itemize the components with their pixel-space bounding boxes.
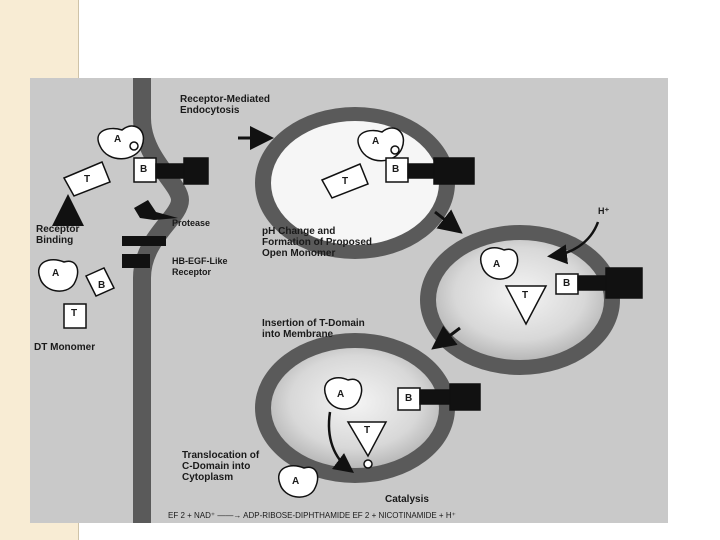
arrow-translocation bbox=[327, 411, 354, 474]
internalized-toxin bbox=[320, 127, 475, 199]
domain-t-label-5: T bbox=[71, 308, 78, 319]
catalysis-label: Catalysis bbox=[385, 494, 429, 505]
domain-t-label-4: T bbox=[364, 425, 371, 436]
open-monomer-toxin bbox=[479, 246, 643, 326]
arrow-h-plus bbox=[547, 221, 600, 265]
translocation-label: Translocation of C-Domain into Cytoplasm bbox=[182, 450, 260, 483]
insertion-label: Insertion of T-Domain into Membrane bbox=[262, 318, 365, 340]
domain-t-label-1: T bbox=[84, 174, 91, 185]
domain-a-label-2: A bbox=[372, 136, 380, 147]
receptor-endocytosis-label: Receptor-Mediated Endocytosis bbox=[180, 94, 271, 116]
domain-a-label-6: A bbox=[292, 476, 300, 487]
domain-t-label-2: T bbox=[342, 176, 349, 187]
receptor-binding-label: Receptor Binding bbox=[36, 224, 80, 246]
catalysis-equation: EF 2 + NAD⁺ ——→ ADP-RIBOSE-DIPHTHAMIDE E… bbox=[168, 511, 456, 520]
plasma-membrane bbox=[133, 78, 190, 523]
hb-egf-receptor-label: HB-EGF-Like Receptor bbox=[172, 256, 228, 277]
endosome-vesicle-3 bbox=[255, 333, 455, 483]
diphtheria-toxin-entry-diagram: A T B A T B A T B A T B A B T A Receptor… bbox=[30, 78, 668, 523]
domain-b-label-3: B bbox=[563, 278, 571, 289]
protease-shape bbox=[134, 200, 178, 220]
inserted-toxin bbox=[323, 376, 481, 469]
diagram-canvas bbox=[37, 78, 643, 523]
hb-egf-receptor bbox=[122, 236, 166, 246]
domain-a-label-1: A bbox=[114, 134, 122, 145]
hb-egf-receptor-2 bbox=[122, 254, 150, 268]
dt-monomer bbox=[37, 258, 116, 329]
h-plus-label: H⁺ bbox=[598, 206, 610, 216]
dt-monomer-label: DT Monomer bbox=[34, 342, 96, 353]
domain-t-label-3: T bbox=[522, 290, 529, 301]
arrow-ph-change bbox=[434, 209, 463, 234]
domain-a-label-3: A bbox=[493, 259, 501, 270]
ph-change-label: pH Change and Formation of Proposed Open… bbox=[262, 226, 372, 259]
cytoplasmic-a-domain bbox=[277, 464, 319, 498]
domain-a-label-5: A bbox=[52, 268, 60, 279]
protease-label: Protease bbox=[172, 218, 211, 228]
arrow-insertion bbox=[431, 325, 461, 350]
domain-a-label-4: A bbox=[337, 389, 345, 400]
domain-b-label-4: B bbox=[405, 393, 413, 404]
domain-b-label-2: B bbox=[392, 164, 400, 175]
domain-b-label-5: B bbox=[98, 280, 106, 291]
surface-bound-toxin bbox=[62, 125, 209, 197]
domain-b-label-1: B bbox=[140, 164, 148, 175]
